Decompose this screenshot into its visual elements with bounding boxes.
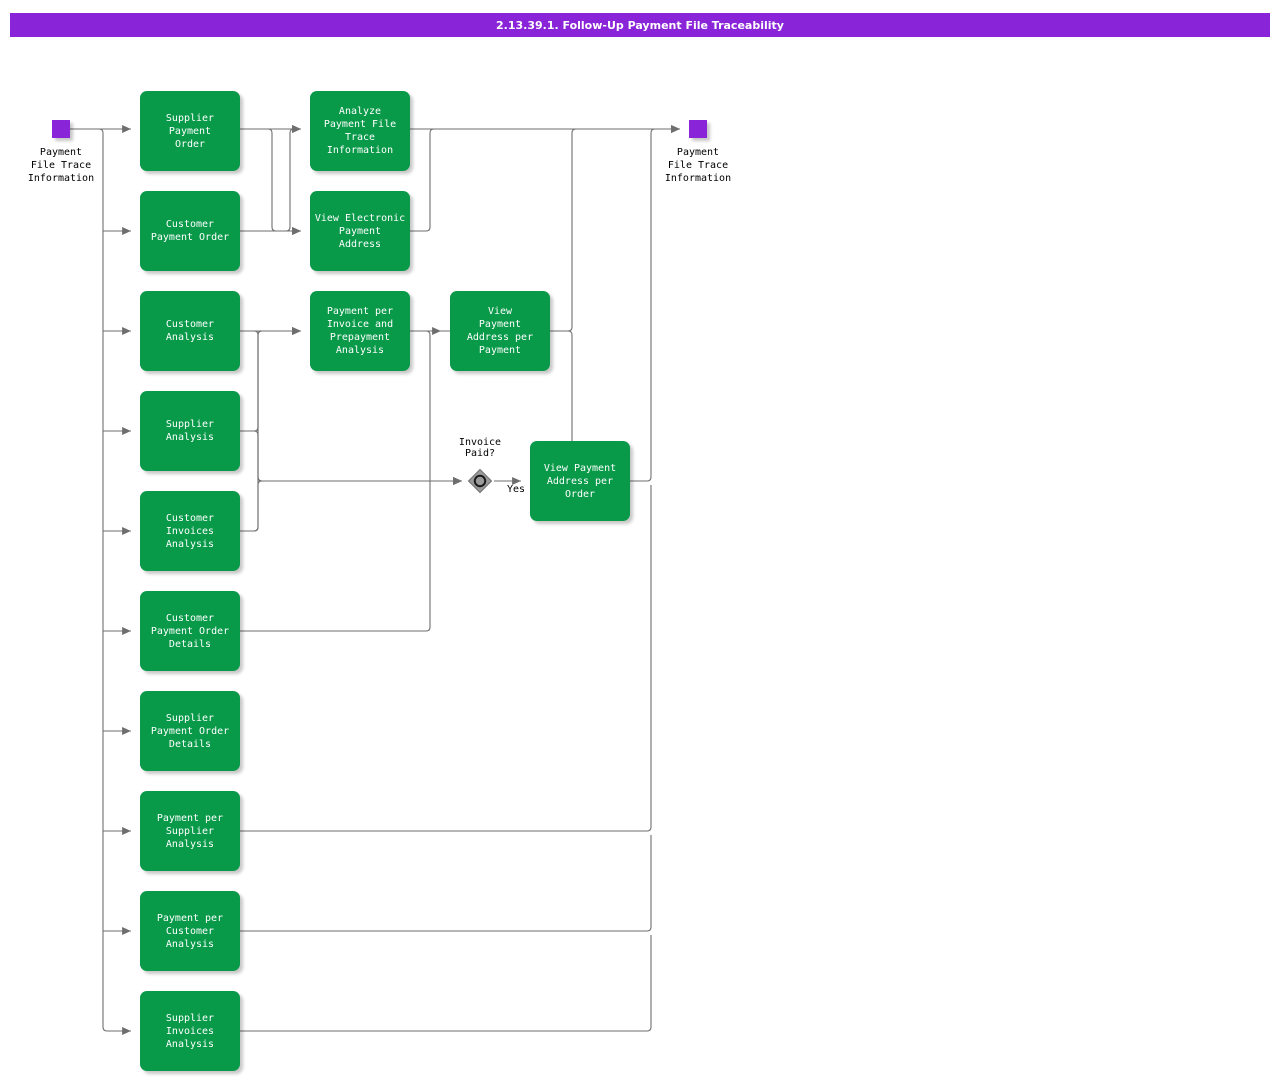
task-analyze-payment-file-trace-information[interactable]: Analyze Payment File Trace Information — [310, 91, 410, 171]
task-customer-analysis[interactable]: Customer Analysis — [140, 291, 240, 371]
gateway-label: Invoice Paid? — [458, 437, 502, 459]
task-supplier-payment-order-details[interactable]: Supplier Payment Order Details — [140, 691, 240, 771]
task-supplier-payment-order[interactable]: Supplier Payment Order — [140, 91, 240, 171]
task-customer-payment-order-details[interactable]: Customer Payment Order Details — [140, 591, 240, 671]
task-payment-per-invoice-and-prepayment-analysis[interactable]: Payment per Invoice and Prepayment Analy… — [310, 291, 410, 371]
task-view-payment-address-per-order[interactable]: View Payment Address per Order — [530, 441, 630, 521]
task-customer-invoices-analysis[interactable]: Customer Invoices Analysis — [140, 491, 240, 571]
task-customer-payment-order[interactable]: Customer Payment Order — [140, 191, 240, 271]
start-terminator-label: Payment File Trace Information — [27, 147, 95, 184]
page-title: 2.13.39.1. Follow-Up Payment File Tracea… — [496, 18, 784, 32]
task-view-payment-address-per-payment[interactable]: View Payment Address per Payment — [450, 291, 550, 371]
start-terminator[interactable] — [52, 120, 70, 138]
invoice-paid-gateway[interactable] — [466, 467, 494, 495]
end-terminator[interactable] — [689, 120, 707, 138]
task-supplier-invoices-analysis[interactable]: Supplier Invoices Analysis — [140, 991, 240, 1071]
page-title-bar: 2.13.39.1. Follow-Up Payment File Tracea… — [10, 13, 1270, 37]
task-supplier-analysis[interactable]: Supplier Analysis — [140, 391, 240, 471]
task-view-electronic-payment-address[interactable]: View Electronic Payment Address — [310, 191, 410, 271]
task-payment-per-customer-analysis[interactable]: Payment per Customer Analysis — [140, 891, 240, 971]
end-terminator-label: Payment File Trace Information — [664, 147, 732, 184]
gateway-yes-label: Yes — [506, 484, 526, 495]
task-payment-per-supplier-analysis[interactable]: Payment per Supplier Analysis — [140, 791, 240, 871]
